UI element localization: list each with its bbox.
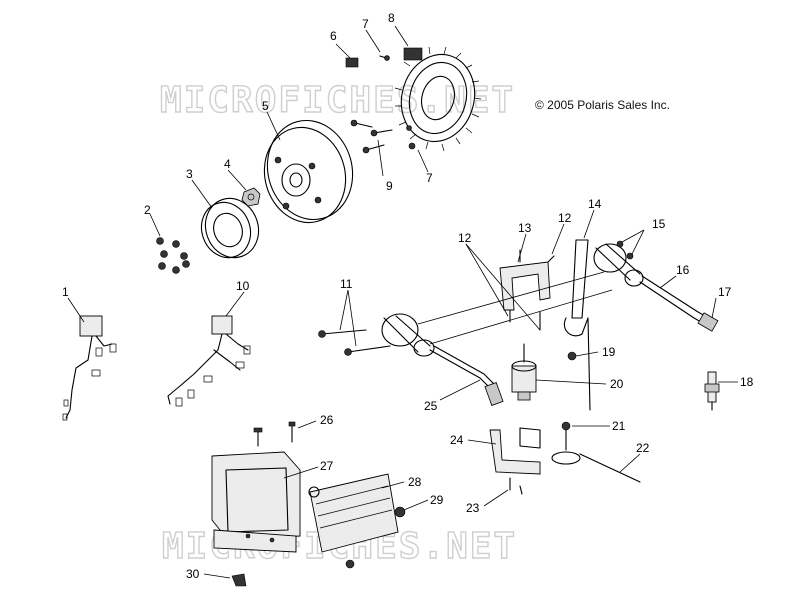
callout-26: 26 <box>320 413 334 427</box>
bracket-24 <box>489 421 641 495</box>
callout-3: 3 <box>186 167 193 181</box>
callout-8: 8 <box>388 11 395 25</box>
callout-5: 5 <box>262 99 269 113</box>
mount-bracket-27 <box>211 421 301 553</box>
callout-15: 15 <box>652 217 666 231</box>
callout-29: 29 <box>430 493 444 507</box>
callout-4: 4 <box>224 157 231 171</box>
callout-12-right: 12 <box>558 211 572 225</box>
callout-6: 6 <box>330 29 337 43</box>
callout-22: 22 <box>636 441 650 455</box>
callout-20: 20 <box>610 377 624 391</box>
cdi-box-28 <box>308 473 406 569</box>
callout-18: 18 <box>740 375 754 389</box>
callout-24: 24 <box>450 433 464 447</box>
callout-28: 28 <box>408 475 422 489</box>
clip-30 <box>231 573 247 587</box>
ignition-coil-right <box>593 240 719 332</box>
connection-lines <box>417 271 613 345</box>
starter-cup-part <box>200 197 260 259</box>
flywheel-nut-part <box>241 187 261 207</box>
flywheel-part <box>263 119 354 224</box>
callout-12-left: 12 <box>458 231 472 245</box>
center-coil-20 <box>511 343 577 401</box>
callout-23: 23 <box>466 501 480 515</box>
callout-19: 19 <box>602 345 616 359</box>
screws-stator <box>345 55 416 154</box>
stator-part <box>394 46 482 152</box>
watermark-top: MICROFICHES.NET <box>160 80 515 121</box>
stator-connector <box>403 47 423 61</box>
callout-10: 10 <box>236 279 250 293</box>
callout-25: 25 <box>424 399 438 413</box>
spark-plug-18 <box>704 371 720 411</box>
callout-17: 17 <box>718 285 732 299</box>
leader-lines <box>67 25 738 579</box>
ignition-coil-left <box>381 313 504 406</box>
callout-11: 11 <box>340 277 353 291</box>
callout-1: 1 <box>62 285 69 299</box>
callout-16: 16 <box>676 263 690 277</box>
callout-9: 9 <box>386 179 393 193</box>
coil-bracket-13 <box>499 249 555 331</box>
callout-labels: 1 2 3 4 5 6 7 7 8 9 10 11 12 12 13 14 15… <box>62 11 754 581</box>
callout-7-bottom: 7 <box>426 171 433 185</box>
callout-21: 21 <box>612 419 626 433</box>
bolt-set-2 <box>156 237 190 274</box>
copyright-text: © 2005 Polaris Sales Inc. <box>535 98 670 112</box>
callout-14: 14 <box>588 197 602 211</box>
callout-7-top: 7 <box>362 17 369 31</box>
harness-10-part <box>167 315 251 407</box>
callout-2: 2 <box>144 203 151 217</box>
rod-14 <box>564 239 591 411</box>
callout-30: 30 <box>186 567 200 581</box>
long-bolts-11 <box>318 329 391 356</box>
callout-13: 13 <box>518 221 532 235</box>
callout-27: 27 <box>320 459 334 473</box>
harness-1-part <box>62 315 117 421</box>
